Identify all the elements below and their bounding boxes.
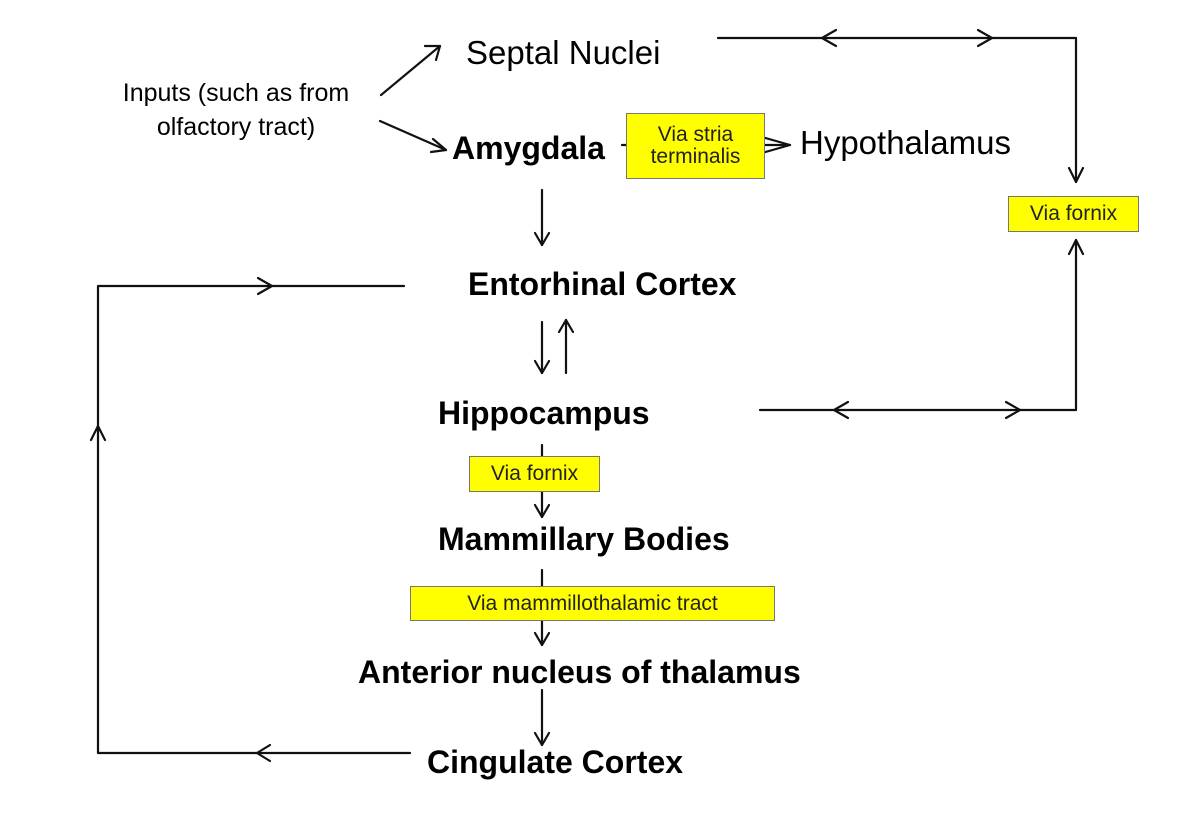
stria-tag-line2: terminalis: [650, 145, 741, 168]
mammillary-bodies-label: Mammillary Bodies: [438, 521, 730, 557]
anterior-nucleus-label: Anterior nucleus of thalamus: [358, 654, 801, 690]
hippocampus-label: Hippocampus: [438, 395, 650, 431]
arrow-amygdala-to-entorhinal: [533, 188, 551, 247]
arrow-anterior-to-cingulate: [533, 688, 551, 747]
arrow-hippocampus-to-entorhinal: [557, 318, 575, 375]
arrow-inputs-to-septal: [379, 44, 442, 97]
stria-tag-line1: Via stria: [657, 123, 734, 146]
septal-nuclei-label: Septal Nuclei: [466, 34, 661, 71]
arrow-mammillary-to-anterior: [533, 568, 551, 647]
arrow-inputs-to-amygdala: [378, 119, 448, 154]
via-mammillothalamic-tract-tag: Via mammillothalamic tract: [410, 586, 775, 621]
loop-cingulate-to-entorhinal: [89, 276, 412, 763]
via-fornix-center-tag: Via fornix: [469, 456, 600, 492]
arrow-entorhinal-to-hippocampus: [533, 320, 551, 375]
entorhinal-cortex-label: Entorhinal Cortex: [468, 266, 737, 302]
cingulate-cortex-label: Cingulate Cortex: [427, 744, 684, 780]
via-stria-terminalis-tag: Via stria terminalis: [626, 113, 765, 179]
inputs-label-line1: Inputs (such as from: [122, 79, 350, 107]
inputs-label: Inputs (such as from olfactory tract): [96, 76, 376, 144]
hypothalamus-label: Hypothalamus: [800, 124, 1011, 161]
inputs-label-line2: olfactory tract): [156, 113, 316, 141]
loop-hippocampus-fornix: [758, 238, 1085, 420]
loop-septal-fornix: [716, 28, 1085, 184]
amygdala-label: Amygdala: [452, 130, 605, 166]
via-fornix-right-tag: Via fornix: [1008, 196, 1139, 232]
arrow-hippocampus-to-mammillary: [533, 443, 551, 519]
